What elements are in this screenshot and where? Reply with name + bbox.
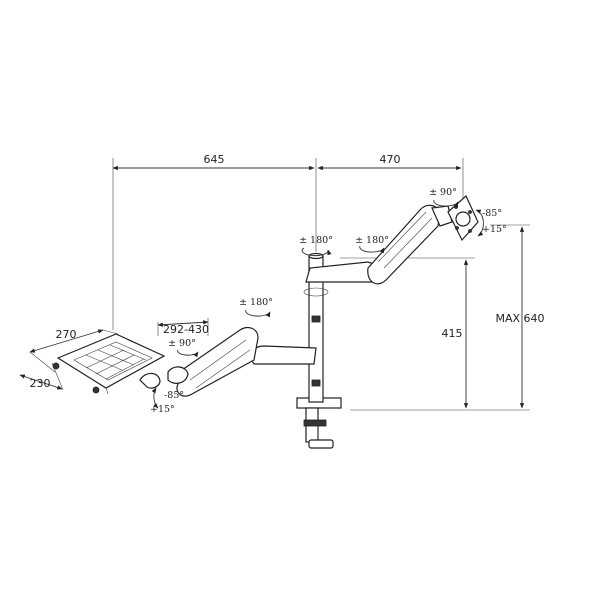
left-reach-label: 645 xyxy=(204,153,225,166)
tray-tilt-down-label: -85° xyxy=(164,390,184,401)
tray-swivel-label: ± 90° xyxy=(168,338,196,349)
lower-arm-rotation-label: ± 180° xyxy=(239,297,273,308)
tray-vent-grid xyxy=(85,344,147,380)
pole-rotation-label: ± 180° xyxy=(299,235,333,246)
tray-tilt-up-label: +15° xyxy=(150,404,175,415)
max-height-label: MAX 640 xyxy=(495,312,544,325)
laptop-arm xyxy=(167,327,317,397)
vesa-plate xyxy=(447,195,479,242)
laptop-tray xyxy=(52,333,166,395)
monitor-tilt-down-label: -85° xyxy=(482,208,502,219)
laptop-arm-range-label: 292-430 xyxy=(163,323,209,336)
rotation-arcs xyxy=(151,199,484,409)
tray-depth-label: 230 xyxy=(30,377,51,390)
monitor-arm xyxy=(305,204,453,285)
pole-height-label: 415 xyxy=(442,327,463,340)
monitor-tilt-up-label: +15° xyxy=(482,224,507,235)
monitor-swivel-label: ± 90° xyxy=(429,187,457,198)
upper-arm-rotation-label: ± 180° xyxy=(355,235,389,246)
right-reach-label: 470 xyxy=(380,153,401,166)
tray-width-label: 270 xyxy=(56,328,77,341)
desk-clamp xyxy=(296,397,342,449)
